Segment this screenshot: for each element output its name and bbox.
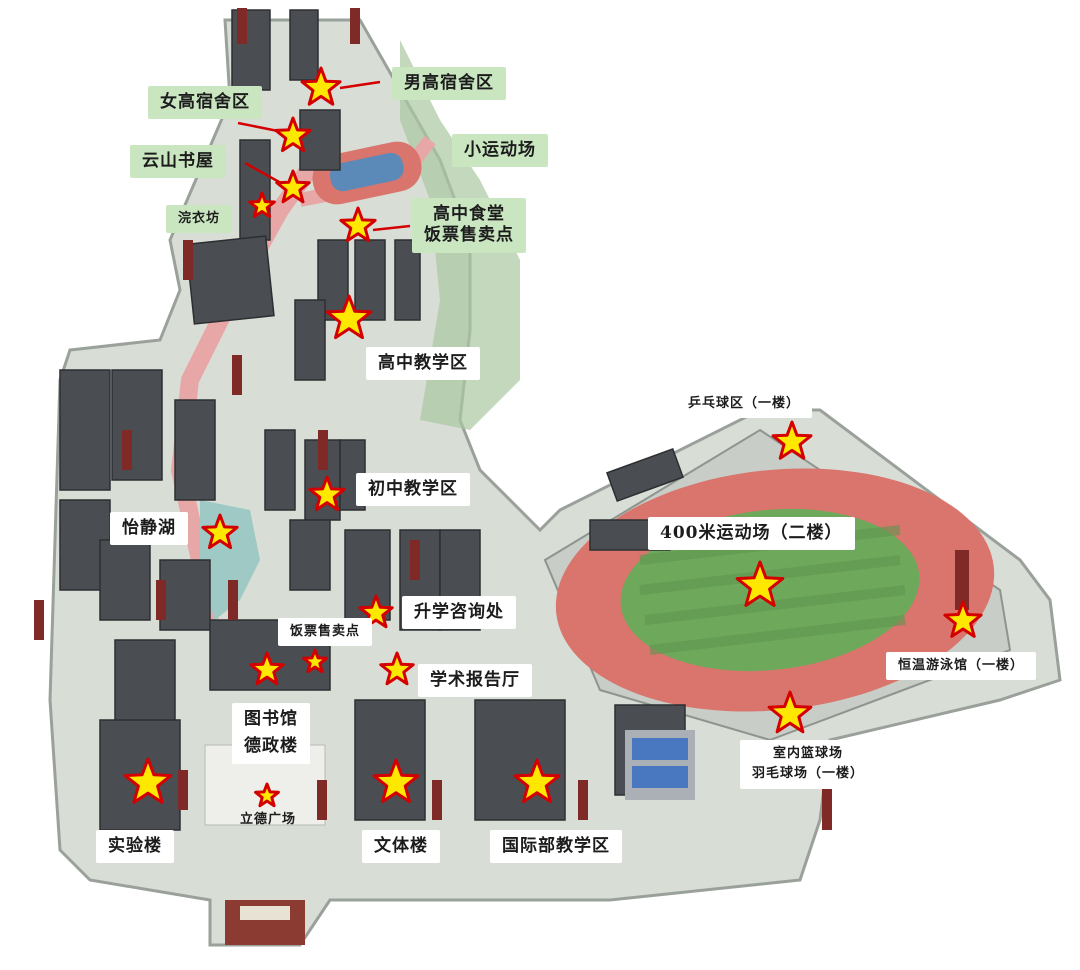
label-admission-office: 升学咨询处 xyxy=(402,596,516,630)
label-meal-ticket-1: 饭票售卖点 xyxy=(424,225,514,246)
entrance-sign xyxy=(240,906,290,920)
label-small-field: 小运动场 xyxy=(452,134,548,168)
label-laundry: 浣衣坊 xyxy=(166,205,233,234)
signposts xyxy=(34,8,969,830)
indoor-courts-shape xyxy=(625,730,695,800)
label-library-line1: 图书馆 xyxy=(244,709,298,729)
meal-ticket-marker[interactable] xyxy=(302,648,328,674)
label-stadium: 400米运动场（二楼） xyxy=(648,517,855,551)
laundry-marker[interactable] xyxy=(248,191,276,218)
label-pingpong: 乒乓球区（一楼） xyxy=(676,390,813,419)
admission-office-marker[interactable] xyxy=(358,594,394,629)
yijing-lake-marker[interactable] xyxy=(201,513,239,550)
label-yunshan-bookhouse: 云山书屋 xyxy=(130,145,226,179)
label-library: 图书馆 德政楼 xyxy=(232,703,310,764)
pingpong-marker[interactable] xyxy=(771,420,813,460)
label-lecture-hall: 学术报告厅 xyxy=(418,664,532,698)
ms-teaching-marker[interactable] xyxy=(308,475,346,512)
label-library-line2: 德政楼 xyxy=(244,736,298,757)
label-arts-sports: 文体楼 xyxy=(362,830,440,864)
lab-building-marker[interactable] xyxy=(123,757,173,804)
hs-canteen-marker[interactable] xyxy=(339,206,377,243)
label-indoor-courts-line2: 羽毛球场（一楼） xyxy=(752,766,865,782)
star-markers-layer xyxy=(123,66,983,808)
label-indoor-courts-line1: 室内篮球场 xyxy=(773,746,844,761)
label-girls-dorm: 女高宿舍区 xyxy=(148,86,262,120)
yunshan-bookhouse-marker[interactable] xyxy=(275,169,311,204)
pool-marker[interactable] xyxy=(943,600,983,638)
intl-teaching-marker[interactable] xyxy=(513,758,561,804)
lecture-hall-marker[interactable] xyxy=(379,651,415,686)
girls-dorm-marker[interactable] xyxy=(274,116,312,153)
label-hs-canteen-line1: 高中食堂 xyxy=(433,204,505,224)
library-marker[interactable] xyxy=(249,651,285,686)
indoor-courts-marker[interactable] xyxy=(767,690,813,734)
label-ms-teaching: 初中教学区 xyxy=(356,473,470,507)
boys-dorm-marker[interactable] xyxy=(300,66,342,106)
label-hs-canteen: 高中食堂 饭票售卖点 xyxy=(412,198,526,253)
lide-square-marker[interactable] xyxy=(254,782,280,808)
label-pool: 恒温游泳馆（一楼） xyxy=(886,652,1037,681)
label-boys-dorm: 男高宿舍区 xyxy=(392,67,506,101)
label-hs-teaching: 高中教学区 xyxy=(366,347,480,381)
label-yijing-lake: 怡静湖 xyxy=(110,512,188,546)
label-lide-square: 立德广场 xyxy=(240,812,297,827)
label-lab-building: 实验楼 xyxy=(96,830,174,864)
label-indoor-courts: 室内篮球场 羽毛球场（一楼） xyxy=(740,740,877,789)
label-intl-teaching: 国际部教学区 xyxy=(490,830,622,864)
label-meal-ticket-2: 饭票售卖点 xyxy=(278,618,373,647)
stadium-marker[interactable] xyxy=(735,560,785,607)
arts-sports-marker[interactable] xyxy=(372,758,420,804)
hs-teaching-marker[interactable] xyxy=(325,294,373,340)
